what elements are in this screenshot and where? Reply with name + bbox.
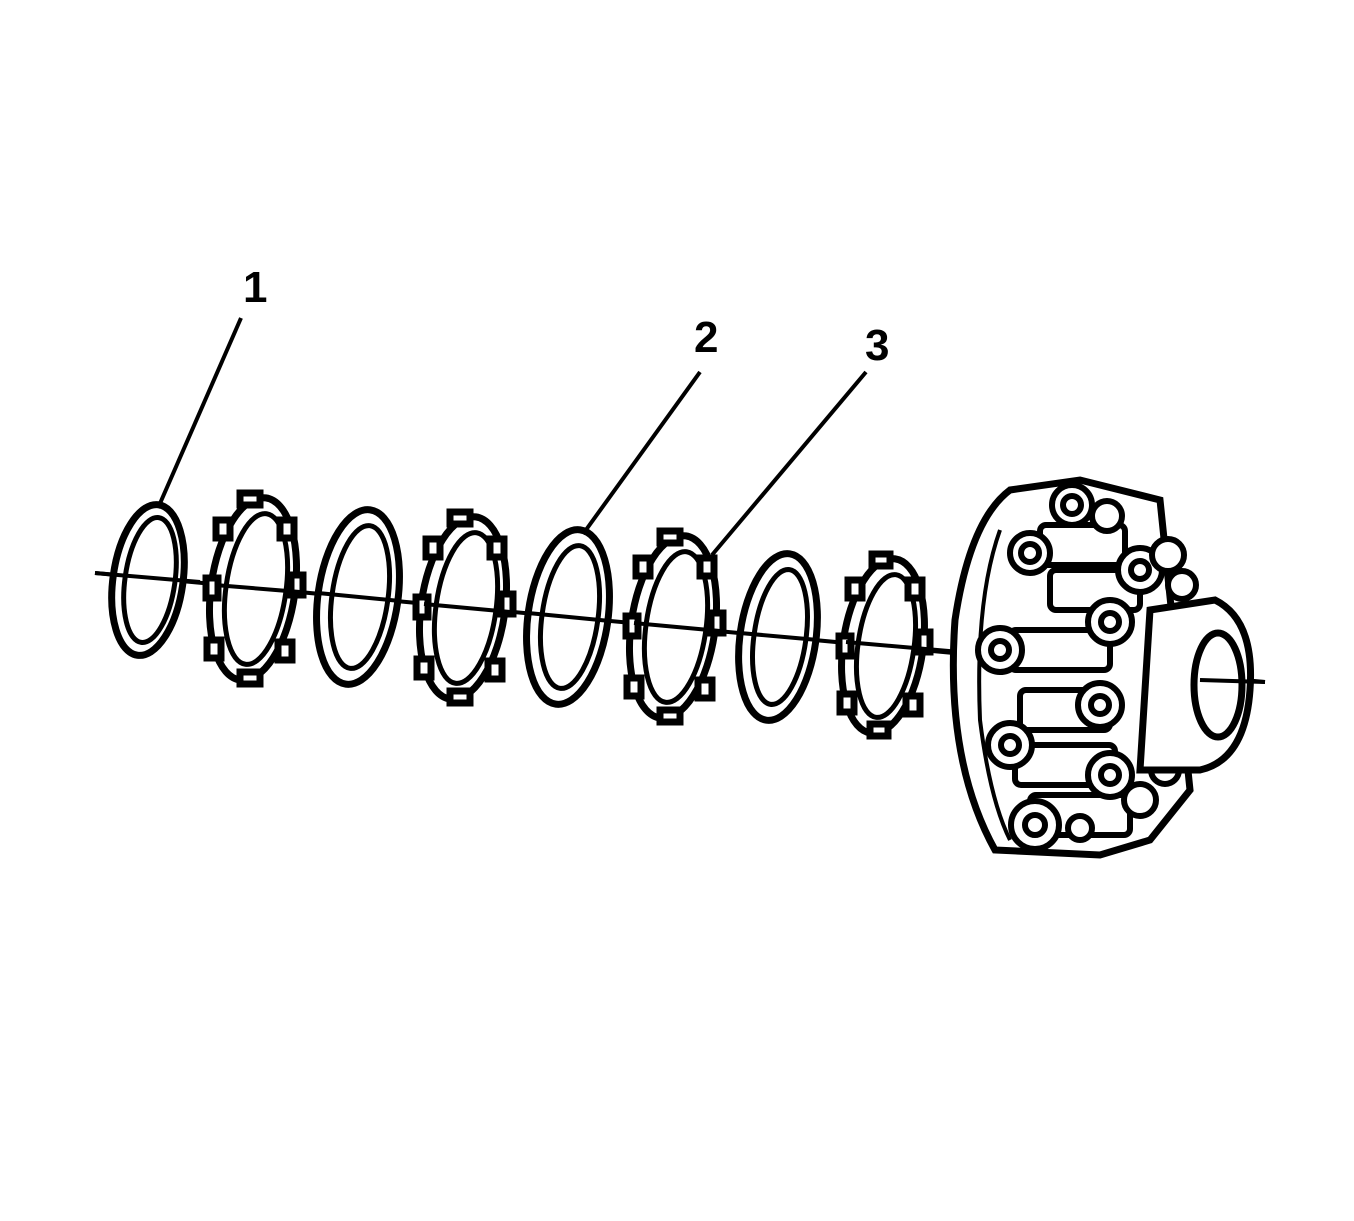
leader-line-1: [156, 317, 243, 509]
clutch-hub: [949, 476, 1266, 859]
friction-plate-3: [622, 527, 727, 726]
steel-plate-4: [735, 550, 821, 724]
steel-plate-2: [313, 506, 403, 688]
friction-plate-4: [835, 550, 961, 740]
leader-line-3: [710, 370, 868, 557]
leader-lines: [156, 317, 868, 557]
friction-plate-1: [202, 489, 307, 688]
steel-plate-1: [94, 501, 201, 659]
callout-2: 2: [694, 313, 718, 362]
leader-line-2: [581, 370, 702, 536]
callout-1: 1: [243, 263, 267, 312]
steel-plate-3: [523, 526, 613, 708]
friction-plate-2: [412, 508, 517, 707]
callout-3: 3: [865, 321, 889, 370]
